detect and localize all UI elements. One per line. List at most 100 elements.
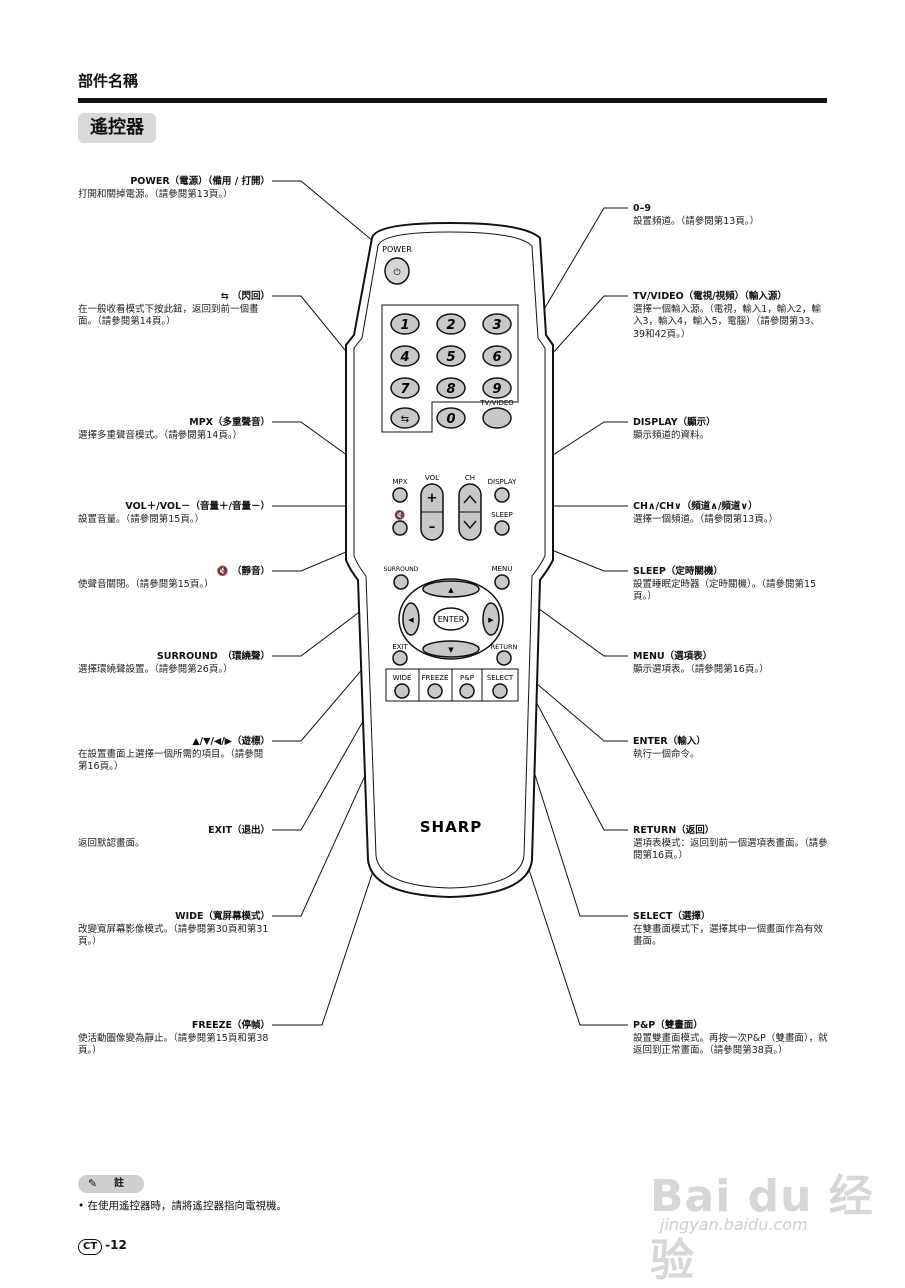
label-wide: WIDE（寬屏幕模式） 改變寬屏幕影像模式。（請參閱第30頁和第31頁。） [78,911,270,949]
select-label: SELECT [487,674,514,682]
note-badge-label: 註 [114,1178,124,1189]
display-button[interactable] [494,487,510,503]
label-surround-desc: 選擇環繞聲設置。（請參閱第26頁。） [78,663,233,675]
freeze-button[interactable] [427,683,443,699]
label-cursor-desc: 在設置畫面上選擇一個所需的項目。（請參閱第16頁。） [78,748,264,773]
label-pp-title: P&P（雙畫面） [633,1020,703,1031]
label-freeze-desc: 使活動圖像變為靜止。（請參閱第15頁和第38頁。） [78,1032,269,1057]
digit-0-button[interactable] [436,407,466,429]
exit-label: EXIT [392,643,408,651]
digit-8-label: 8 [446,382,455,397]
label-mpx-desc: 選擇多重聲音模式。（請參閱第14頁。） [78,429,243,441]
mute-button[interactable] [392,520,408,536]
label-wide-desc: 改變寬屏幕影像模式。（請參閱第30頁和第31頁。） [78,923,269,948]
label-select-title: SELECT（選擇） [633,911,711,922]
menu-button[interactable] [494,574,510,590]
surround-button[interactable] [393,574,409,590]
dpad-left-button[interactable] [402,602,420,636]
section-badge: 遙控器 [78,113,156,143]
digit-8-button[interactable] [436,377,466,399]
label-digits-desc: 設置頻道。（請參閱第13頁。） [633,215,760,227]
label-enter-title: ENTER（輸入） [633,736,706,747]
label-digits-title: 0–9 [633,203,651,214]
digit-3-label: 3 [492,318,501,333]
dpad-down-button[interactable] [422,640,480,658]
label-tv-video: TV/VIDEO（電視/視頻）（輸入源） 選擇一個輸入源。（電視，輸入1，輸入2… [633,291,828,341]
wide-label: WIDE [393,674,412,682]
digit-9-label: 9 [492,382,501,397]
label-return-desc: 選項表模式：返回到前一個選項表畫面。（請參閱第16頁。） [633,837,828,862]
label-select-desc: 在雙畫面模式下，選擇其中一個畫面作為有效畫面。 [633,923,824,948]
label-power-desc: 打開和關掉電源。（請參閱第13頁。） [78,188,233,200]
flashback-button[interactable] [390,407,420,429]
label-return: RETURN（返回） 選項表模式：返回到前一個選項表畫面。（請參閱第16頁。） [633,825,828,863]
label-mute-title: 🔇 （靜音） [216,566,270,577]
exit-button[interactable] [392,650,408,666]
pencil-icon: ✎ [88,1177,98,1190]
up-arrow-icon: ▲ [448,586,454,594]
digit-5-button[interactable] [436,345,466,367]
return-button[interactable] [496,650,512,666]
digit-5-label: 5 [446,350,455,365]
label-exit-desc: 返回默認畫面。 [78,837,145,849]
watermark-url: jingyan.baidu.com [660,1215,808,1234]
wide-button[interactable] [394,683,410,699]
vol-plus-label: + [427,491,438,506]
menu-label: MENU [492,565,513,573]
flashback-icon: ⇆ [220,291,232,302]
mpx-button[interactable] [392,487,408,503]
digit-4-button[interactable] [390,345,420,367]
sleep-button[interactable] [494,520,510,536]
digit-6-button[interactable] [482,345,512,367]
pp-label: P&P [460,674,474,682]
numpad: 1 2 3 4 5 6 7 8 9 0 [390,313,512,429]
digit-2-button[interactable] [436,313,466,335]
digit-2-label: 2 [446,318,455,333]
label-cursor: ▲/▼/◀/▶（遊標） 在設置畫面上選擇一個所需的項目。（請參閱第16頁。） [78,736,270,774]
watermark-logo: Bai du 经验 [650,1171,874,1286]
label-menu-title: MENU（選項表） [633,651,713,662]
digit-3-button[interactable] [482,313,512,335]
label-flashback: ⇆ （閃回） 在一般收看模式下按此鈕，返回到前一個畫面。（請參閱第14頁。） [78,291,270,329]
numpad-frame [381,304,519,433]
mpx-label: MPX [392,478,407,486]
tv-video-button[interactable] [482,407,512,429]
digit-7-button[interactable] [390,377,420,399]
power-icon: ⏻ [393,267,400,278]
label-exit: EXIT（退出） 返回默認畫面。 [78,825,270,850]
digit-9-button[interactable] [482,377,512,399]
pp-button[interactable] [459,683,475,699]
label-vol-title: VOL＋/VOL－（音量＋/音量－） [125,501,270,512]
label-display-desc: 顯示頻道的資料。 [633,429,710,441]
dpad-up-button[interactable] [422,580,480,598]
dpad-right-button[interactable] [482,602,500,636]
ct-badge: CT [78,1239,103,1255]
ch-down-icon [463,520,477,530]
digit-1-button[interactable] [390,313,420,335]
surround-label: SURROUND [384,566,419,573]
left-arrow-icon: ◀ [408,616,414,624]
label-surround: SURROUND （環繞聲） 選擇環繞聲設置。（請參閱第26頁。） [78,651,270,676]
enter-button[interactable] [433,607,469,631]
header-rule [78,98,827,103]
display-label: DISPLAY [488,478,517,486]
ch-label: CH [465,474,475,482]
freeze-label: FREEZE [422,674,449,682]
label-mpx-title: MPX（多重聲音） [189,417,270,428]
return-label: RETURN [491,643,518,651]
brand-logo: SHARP [420,818,483,836]
power-label: POWER [382,245,412,254]
label-mpx: MPX（多重聲音） 選擇多重聲音模式。（請參閱第14頁。） [78,417,270,442]
power-button[interactable] [384,257,410,285]
label-freeze: FREEZE（停幀） 使活動圖像變為靜止。（請參閱第15頁和第38頁。） [78,1020,270,1058]
digit-7-label: 7 [400,382,410,397]
digit-1-label: 1 [400,318,409,333]
label-freeze-title: FREEZE（停幀） [191,1020,270,1031]
label-ch: CH∧/CH∨（頻道∧/頻道∨） 選擇一個頻道。（請參閱第13頁。） [633,501,828,526]
select-button[interactable] [492,683,508,699]
right-arrow-icon: ▶ [488,616,494,624]
label-mute: 🔇 （靜音） 使聲音關閉。（請參閱第15頁。） [78,566,270,591]
label-flashback-desc: 在一般收看模式下按此鈕，返回到前一個畫面。（請參閱第14頁。） [78,303,259,328]
label-ch-desc: 選擇一個頻道。（請參閱第13頁。） [633,513,779,525]
